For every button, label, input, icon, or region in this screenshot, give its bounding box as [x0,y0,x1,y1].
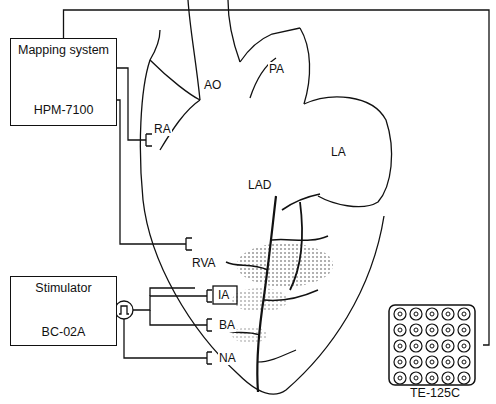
model-name: BC-02A [11,325,116,340]
signal-cable [64,10,490,345]
node-title: Stimulator [11,281,116,296]
artery-label: PA [268,62,285,76]
aorta-label: AO [203,78,222,92]
electrode-label: RA [153,122,172,136]
electrode-label: NA [218,351,237,365]
electrode-array [384,300,478,386]
electrode-label: BA [218,318,236,332]
electrode-grid: TE-125C [384,300,486,403]
atrium-label: LA [330,145,347,159]
vessel-label: LAD [247,178,272,192]
electrode-label: IA [217,288,230,302]
stimulator-box: StimulatorBC-02A [10,276,117,346]
node-title: Mapping system [11,43,116,58]
node-title: TE-125C [384,386,486,401]
electrode-label: RVA [191,256,217,270]
mapping-system-box: Mapping systemHPM-7100 [10,38,117,126]
model-name: HPM-7100 [11,103,116,118]
